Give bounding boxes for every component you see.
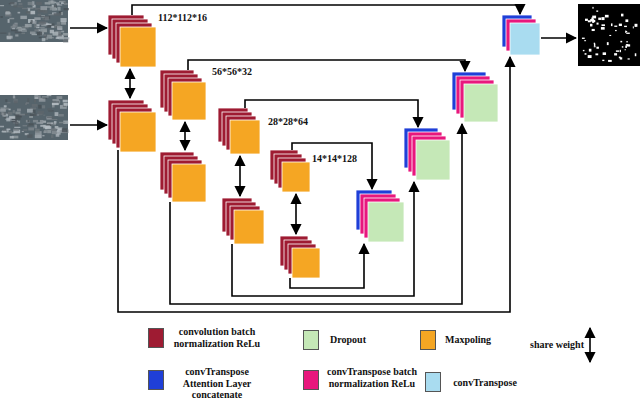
decoder-block [404,128,450,180]
share-weight-arrow [184,122,186,150]
encoder-block [222,198,264,244]
skip-arrow [292,143,372,189]
legend-text: convTranspose [445,377,525,389]
encoder-block [270,150,310,192]
input-arrow [70,27,107,29]
skip-arrow [118,57,510,312]
satellite-image [0,95,68,140]
encoder-block [108,100,156,152]
share-weight-arrow [239,156,241,196]
dimension-label: 14*14*128 [312,153,357,164]
skip-arrow [232,182,414,296]
encoder-block [218,108,260,154]
legend-swatch [148,370,164,390]
dimension-label: 112*112*16 [158,12,207,23]
encoder-block [160,152,206,202]
skip-arrow [245,100,418,127]
encoder-block [160,70,206,120]
output-block [502,15,540,55]
output-arrow [541,37,576,39]
share-weight-arrow [129,69,131,98]
input-arrow [70,124,107,126]
legend-swatch [303,330,319,350]
dimension-label: 56*56*32 [212,66,252,77]
legend-swatch [420,330,436,350]
encoder-block [280,236,320,278]
legend-swatch [148,328,164,348]
legend-text: convolution batch normalization ReLu [168,326,266,349]
share-weight-arrow [589,328,591,362]
legend-text: convTranspose batch normalization ReLu [323,366,421,389]
segmentation-output [578,4,640,66]
decoder-block [452,72,498,122]
legend-text: share weight [512,339,584,351]
dimension-label: 28*28*64 [268,116,308,127]
legend-swatch [425,372,441,392]
legend-swatch [303,370,319,390]
skip-arrow [170,124,462,304]
satellite-image [0,0,69,42]
legend-text: convTranspose Attention Layer concatenat… [168,366,266,401]
skip-arrow [290,244,364,288]
encoder-block [108,15,156,67]
decoder-block [356,190,404,242]
share-weight-arrow [295,194,297,234]
legend-text: Maxpoling [440,334,496,346]
legend-text: Dropout [323,334,373,346]
